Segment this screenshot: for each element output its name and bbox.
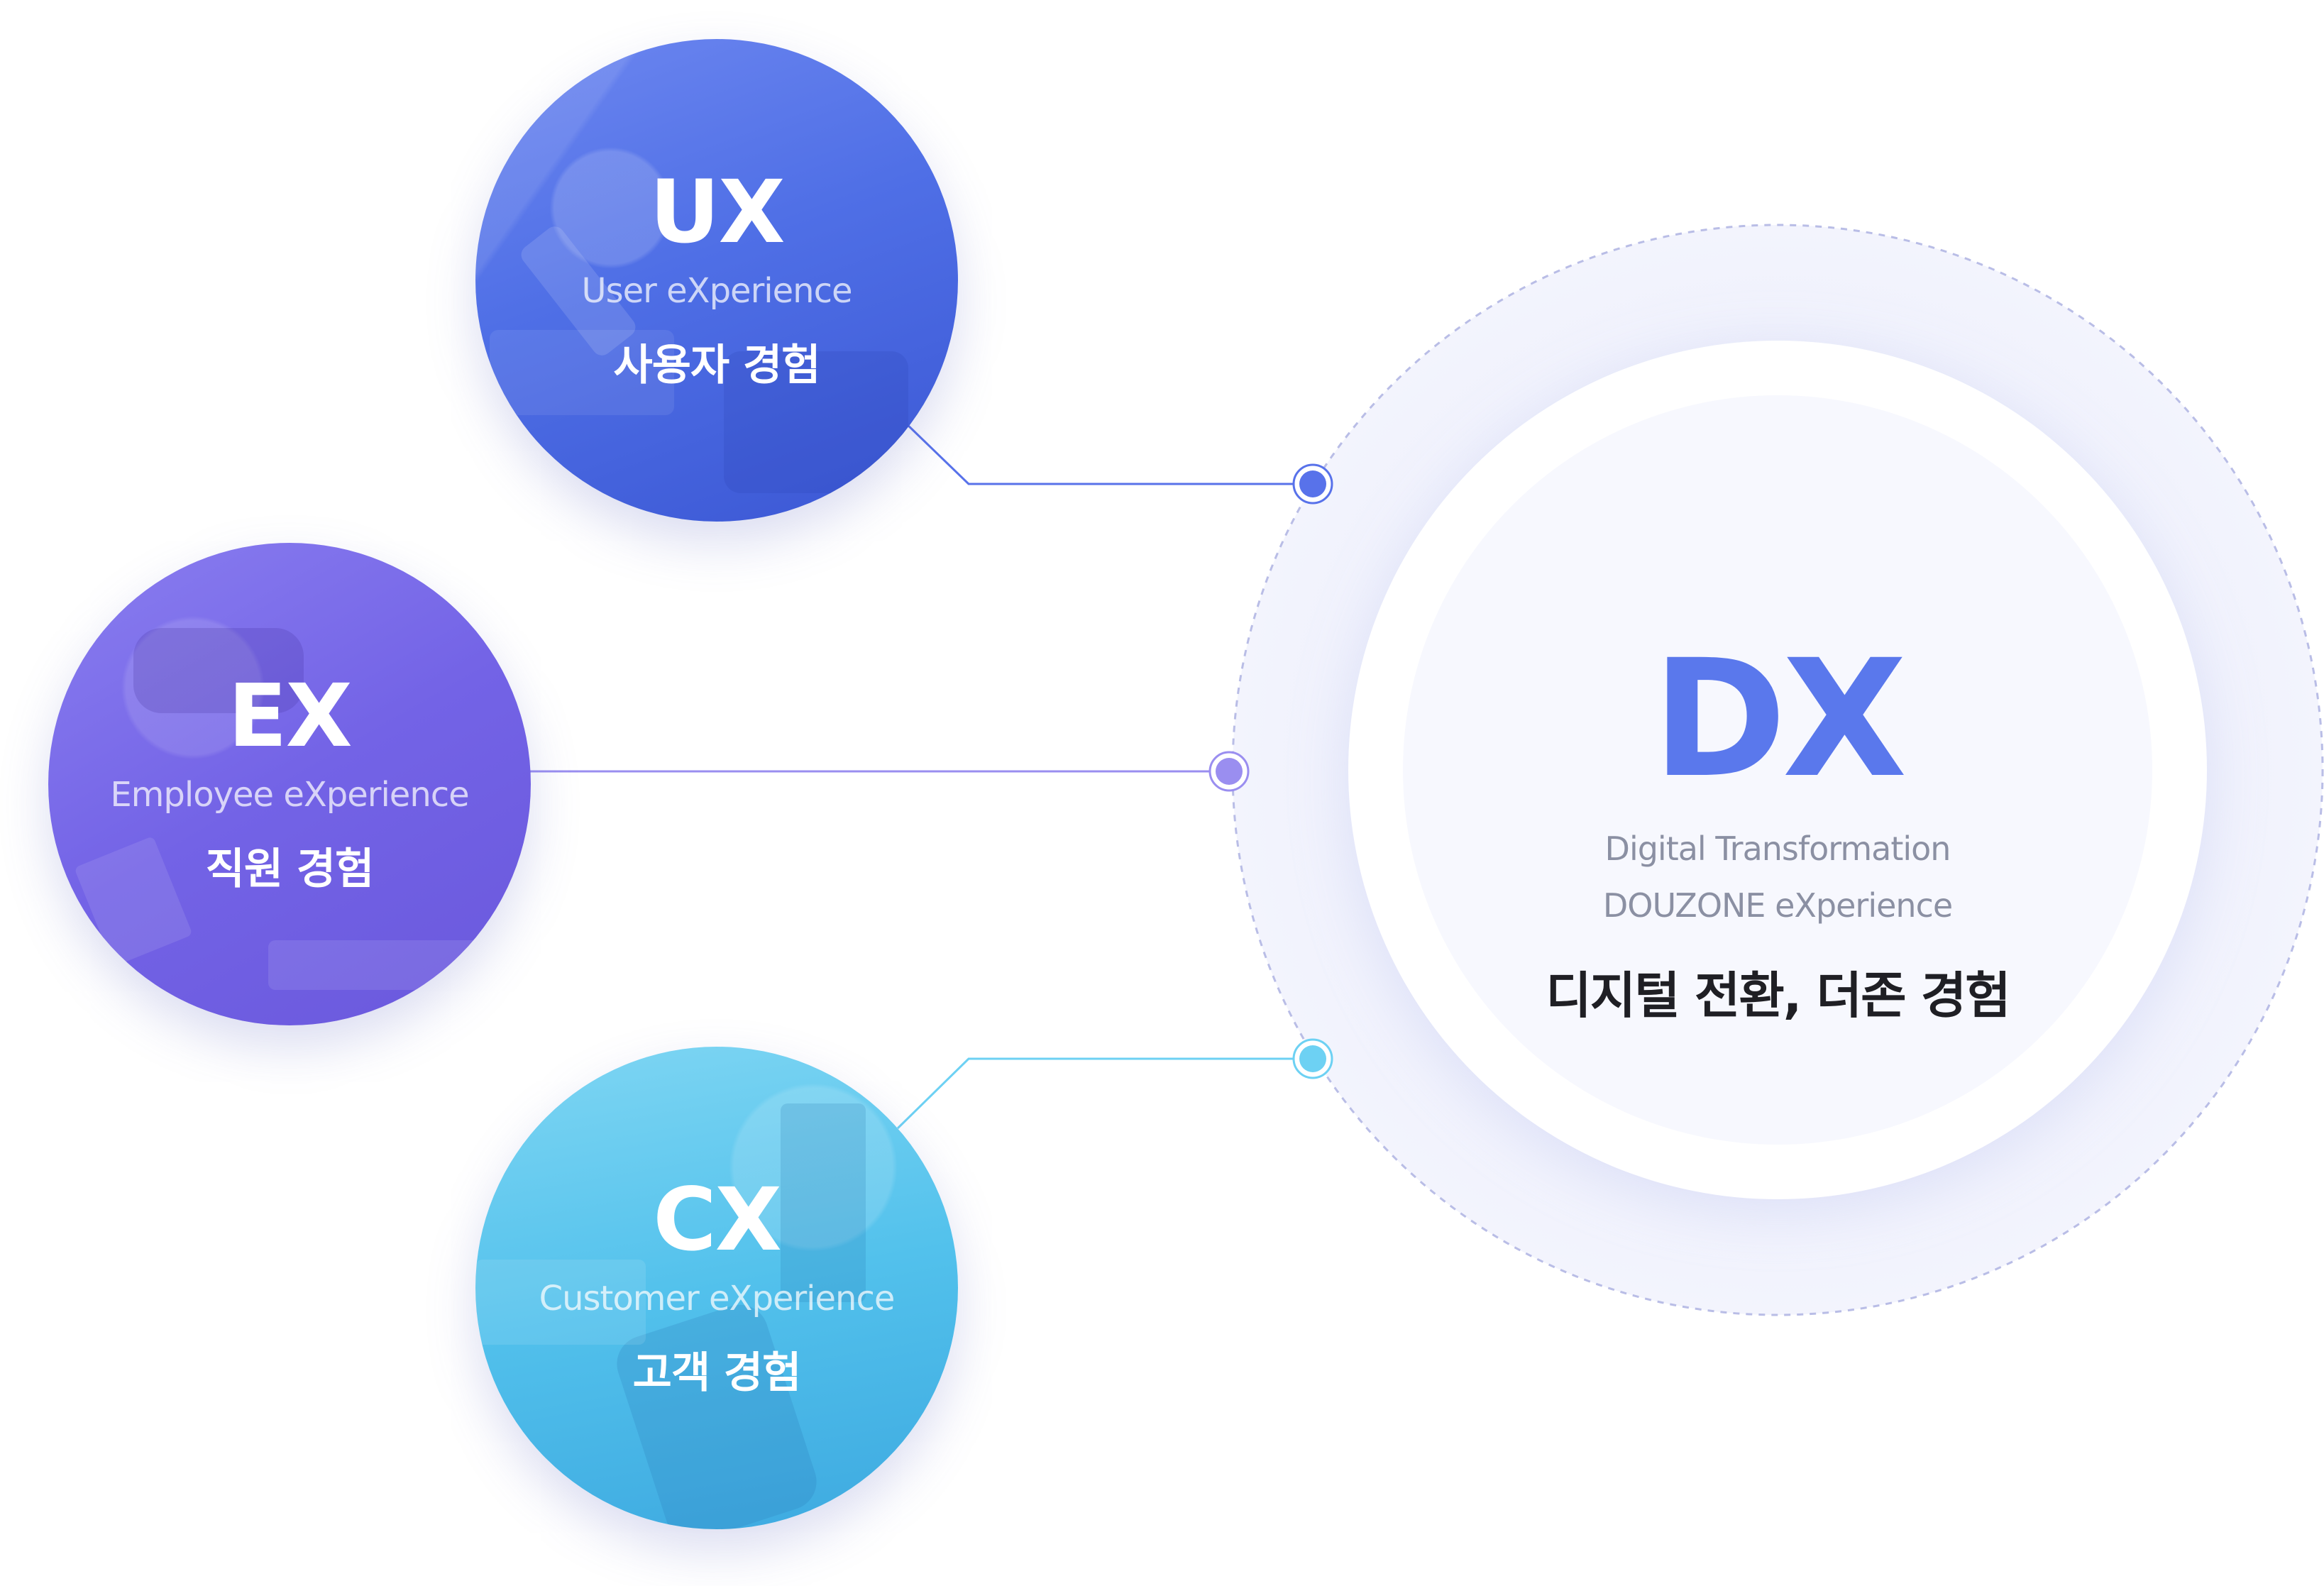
ex-abbr: EX [228,665,352,766]
ux-bubble: UX User eXperience 사용자 경험 [475,39,958,522]
ux-connector [903,421,1313,485]
ex-english: Employee eXperience [110,774,469,815]
center-disc [1403,395,2152,1145]
ex-photo-shapes [75,628,481,990]
cx-korean: 고객 경험 [632,1348,802,1398]
ex-bubble-photo [48,543,531,1025]
cx-photo-shapes [475,1103,866,1529]
ux-korean: 사용자 경험 [613,340,821,390]
ux-abbr: UX [649,161,785,263]
ex-bubble: EX Employee eXperience 직원 경험 [48,543,531,1025]
cx-dot [1292,1038,1333,1079]
cx-abbr: CX [653,1169,782,1270]
ex-korean: 직원 경험 [205,844,375,894]
dx-center: DX Digital Transformation DOUZONE eXperi… [1405,460,2150,1205]
dx-abbr: DX [1652,624,1907,813]
dx-korean: 디지털 전환, 더존 경험 [1546,966,2010,1025]
cx-english: Customer eXperience [539,1278,896,1318]
ux-bubble-photo [475,39,958,522]
ux-english: User eXperience [581,270,852,311]
ex-bubble-text: EX Employee eXperience 직원 경험 [48,543,531,1025]
ux-bubble-text: UX User eXperience 사용자 경험 [475,39,958,522]
cx-bubble-text: CX Customer eXperience 고객 경험 [475,1047,958,1529]
cx-bubble-photo [475,1047,958,1529]
dx-english-line1: Digital Transformation [1604,829,1951,868]
cx-bubble: CX Customer eXperience 고객 경험 [475,1047,958,1529]
ex-dot [1208,751,1250,792]
ux-photo-shapes [490,226,908,493]
dx-english-line2: DOUZONE eXperience [1602,886,1953,925]
ux-dot [1292,463,1333,505]
cx-connector [896,1057,1313,1130]
